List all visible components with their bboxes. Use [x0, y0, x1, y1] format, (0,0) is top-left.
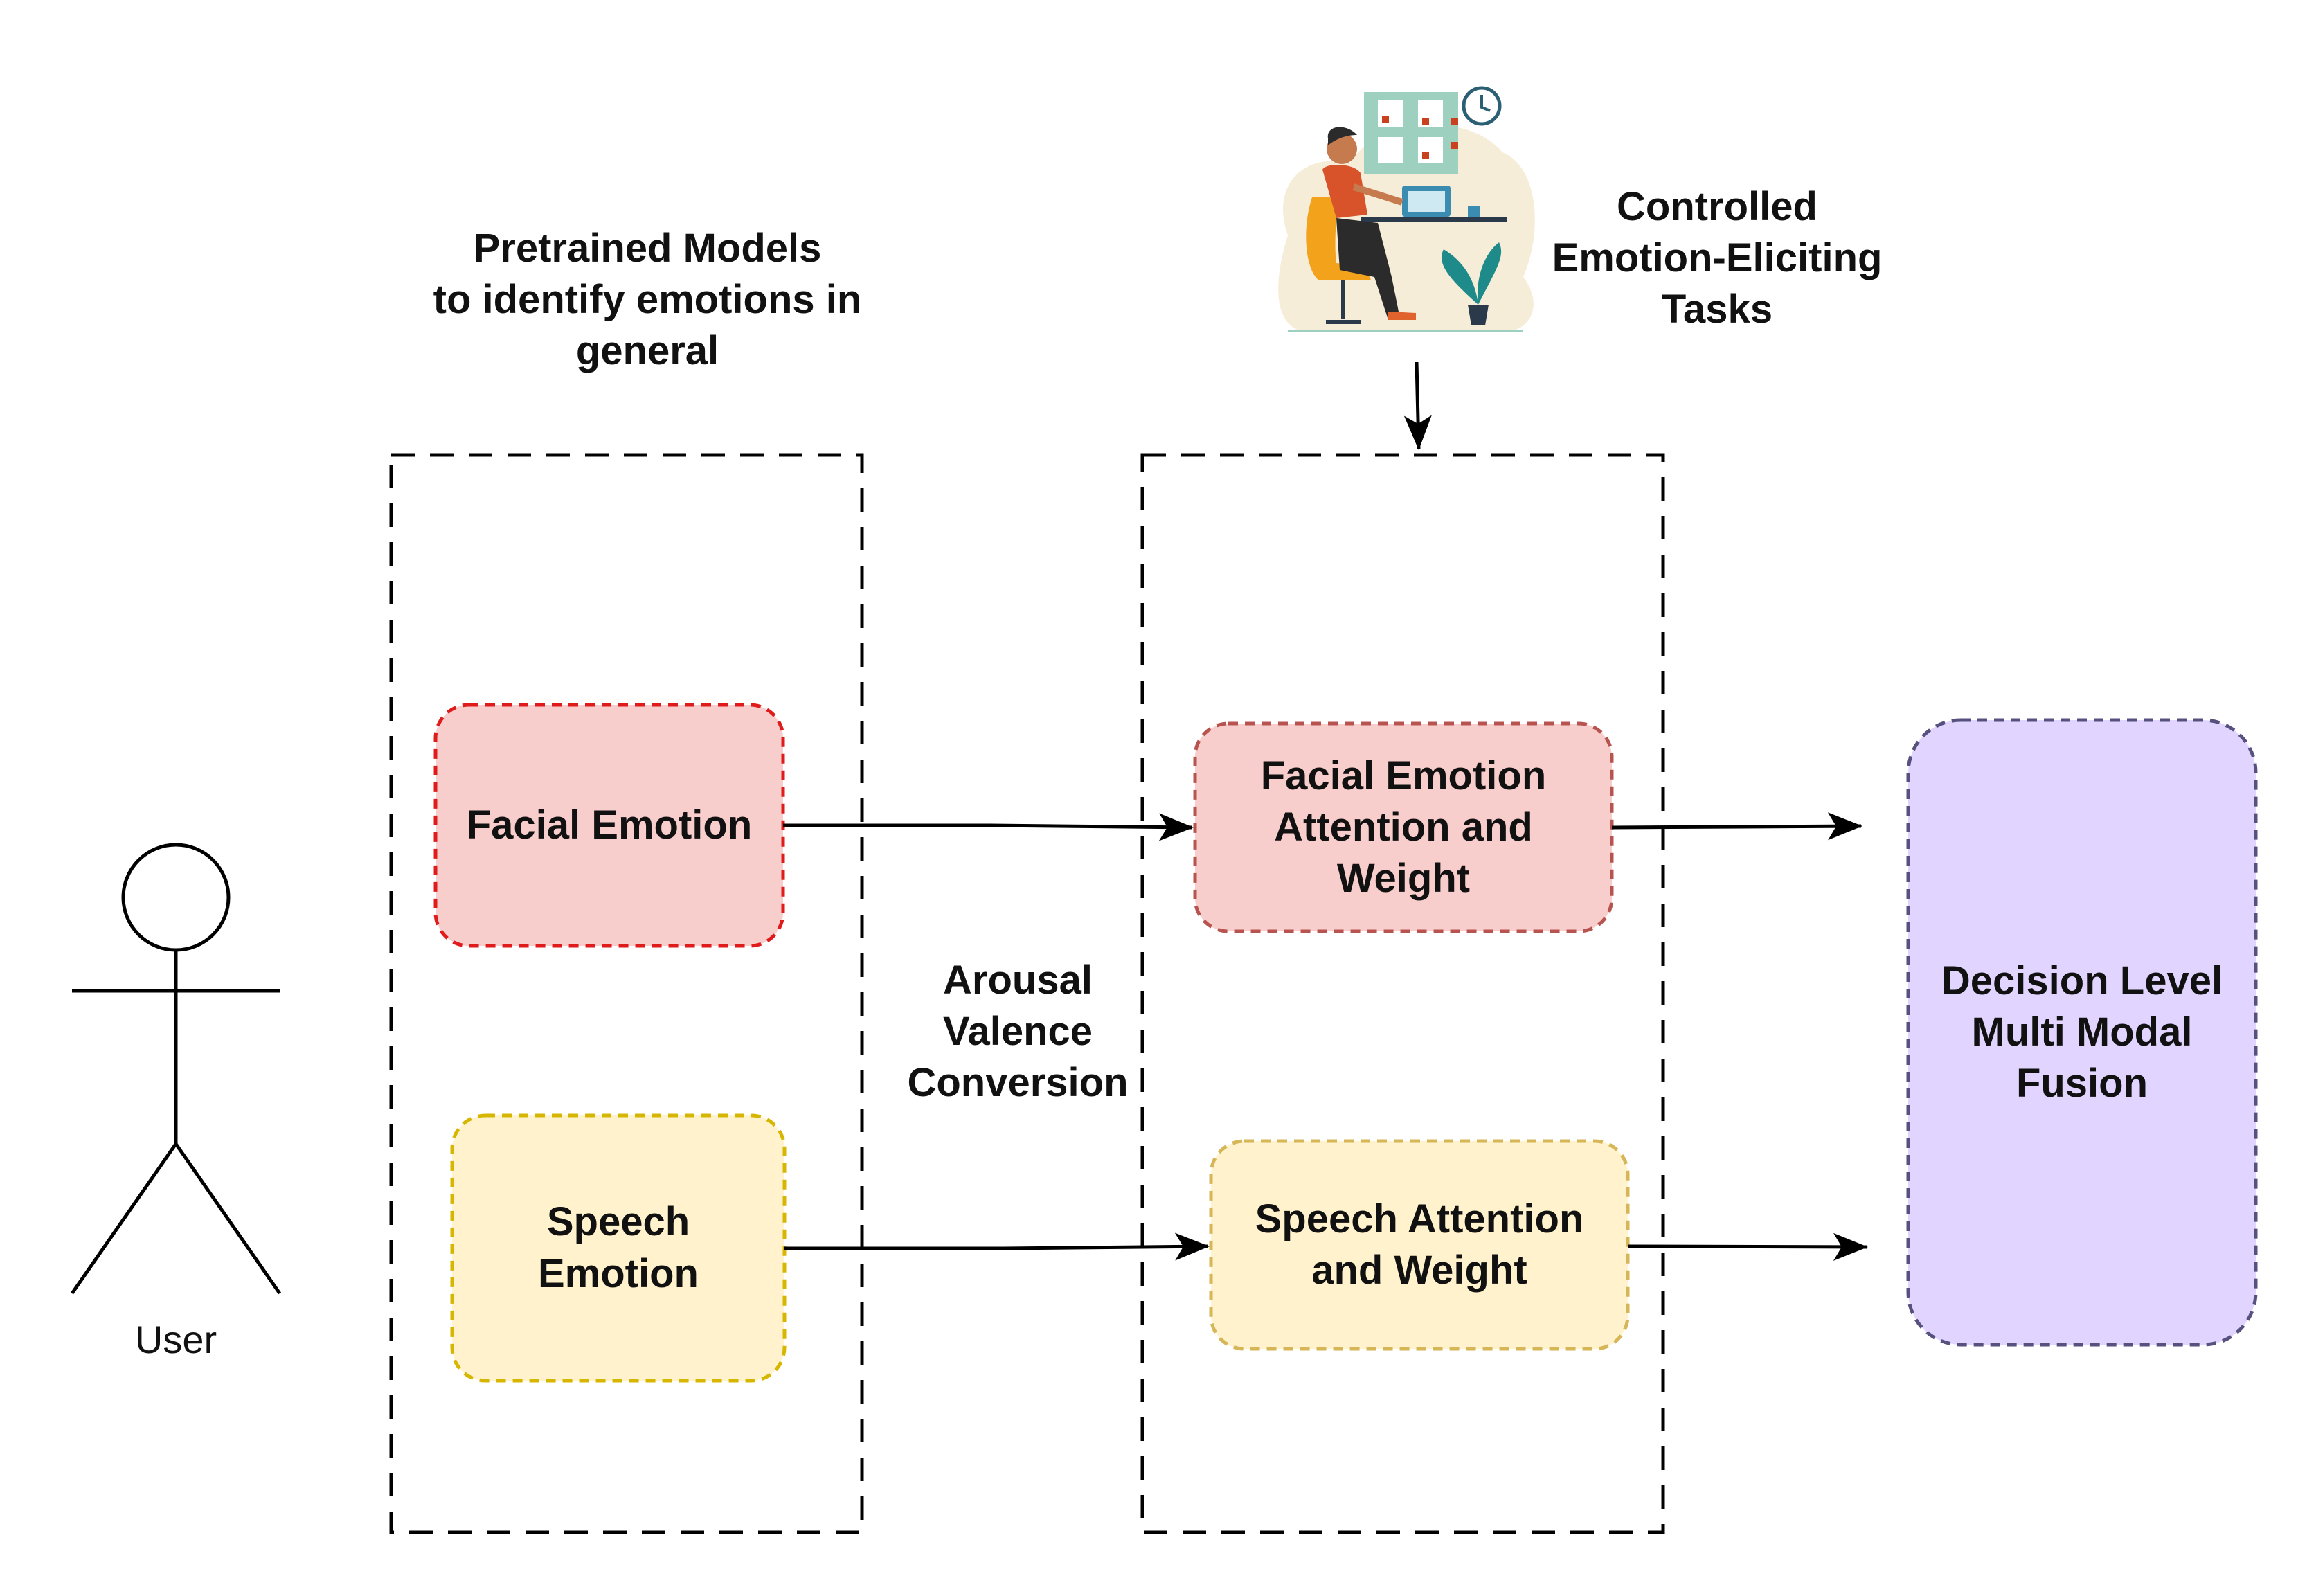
fusion-label: Decision Level Multi Modal Fusion [1941, 958, 2223, 1106]
speech-attention-label: Speech Attention and Weight [1255, 1196, 1584, 1293]
speech-emotion-label: Speech Emotion [538, 1199, 699, 1296]
speech-attention-node [1209, 1139, 1630, 1351]
person-at-desk-illustration [1278, 86, 1535, 332]
edge-speech-emotion-to-attention [784, 1232, 1210, 1261]
edge-speech-attention-to-fusion [1627, 1232, 1868, 1261]
edge-tasks-to-attention-group [1403, 361, 1432, 450]
attention-weight-group [1140, 453, 1665, 1534]
pretrained-models-title: Pretrained Models to identify emotions i… [433, 226, 862, 374]
arousal-valence-label: Arousal Valence Conversion [907, 957, 1129, 1106]
pretrained-models-group [389, 453, 864, 1534]
fusion-node [1906, 718, 2258, 1347]
controlled-tasks-label: Controlled Emotion-Eliciting Tasks [1552, 184, 1883, 332]
edge-facial-emotion-to-attention [783, 813, 1194, 841]
user-actor-icon [70, 843, 282, 1295]
user-label: User [134, 1318, 217, 1362]
facial-attention-label: Facial Emotion Attention and Weight [1260, 753, 1547, 902]
facial-emotion-label: Facial Emotion [466, 802, 753, 848]
edge-facial-attention-to-fusion [1611, 812, 1862, 841]
